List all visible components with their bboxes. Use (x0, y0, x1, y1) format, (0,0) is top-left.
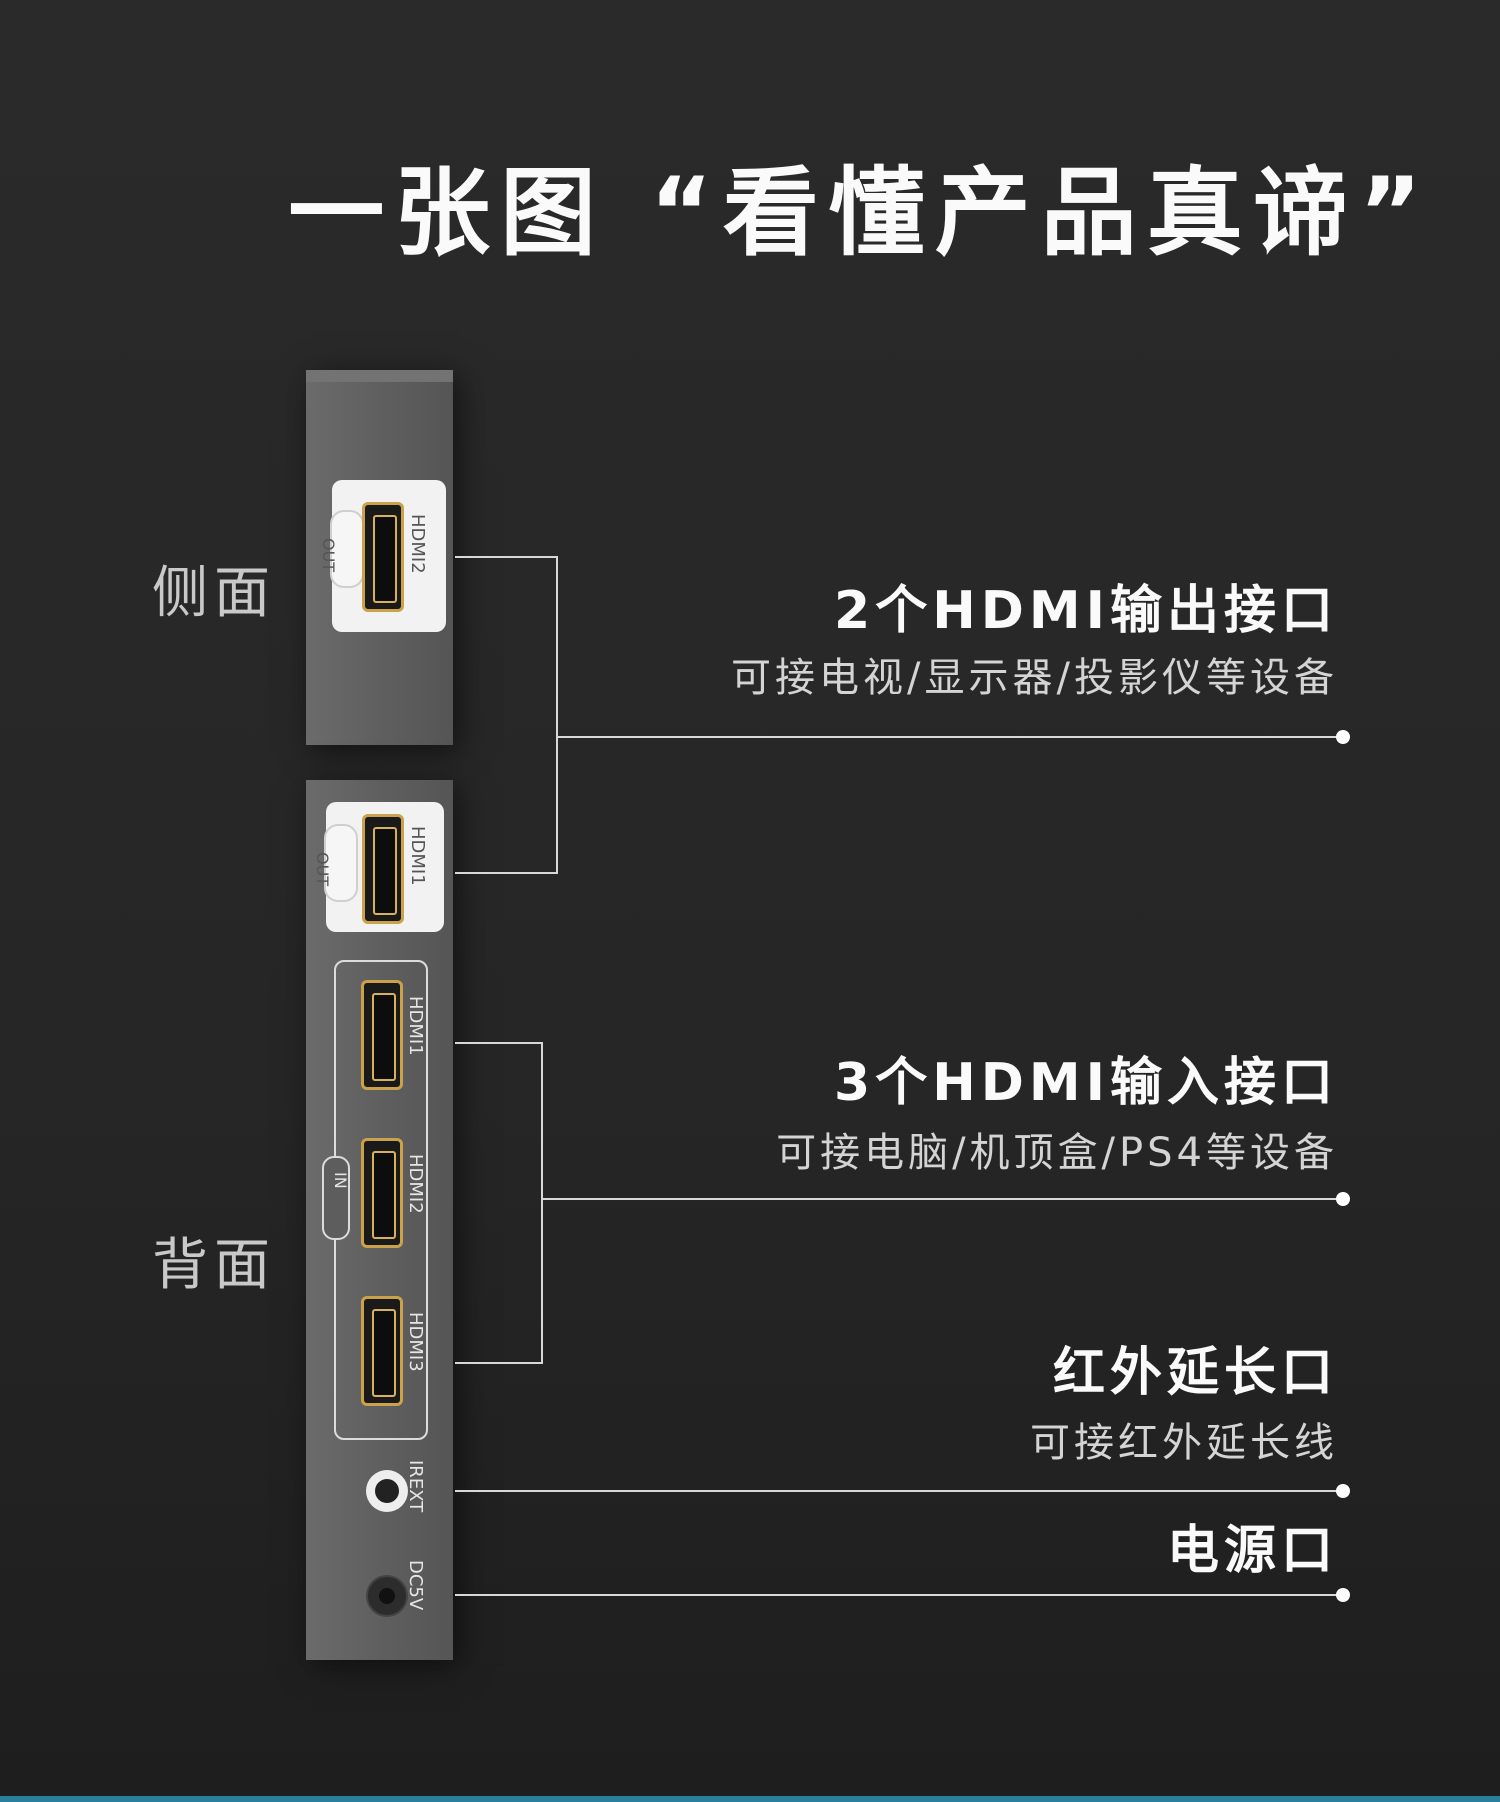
in-port-1-label: HDMI1 (405, 996, 426, 1056)
connector-line (455, 556, 557, 558)
side-output-port-block: OUT HDMI2 (319, 480, 446, 632)
back-out-port-label: HDMI1 (407, 826, 428, 886)
feature-ir-title: 红外延长口 (1052, 1343, 1338, 1403)
in-port-2-label: HDMI2 (405, 1154, 426, 1214)
connector-line (455, 1594, 1343, 1596)
connector-line (556, 736, 1343, 738)
side-view-label: 侧面 (152, 561, 276, 626)
feature-output-desc: 可接电视/显示器/投影仪等设备 (731, 655, 1338, 701)
connector-line (455, 1042, 542, 1044)
connector-dot (1336, 1484, 1350, 1498)
connector-dot (1336, 730, 1350, 744)
dc-power-jack-icon (366, 1575, 408, 1617)
in-label: IN (331, 1172, 350, 1189)
connector-line (455, 1362, 542, 1364)
hdmi-input-port-icon (361, 1296, 403, 1406)
out-tag (330, 510, 364, 588)
feature-ir-desc: 可接红外延长线 (1030, 1420, 1338, 1466)
bottom-accent-strip (0, 1796, 1500, 1802)
page-title: 一张图 “看懂产品真谛” (288, 157, 1432, 269)
in-tag (322, 1156, 350, 1240)
connector-line (541, 1042, 543, 1364)
feature-power-title: 电源口 (1166, 1521, 1338, 1581)
connector-line (455, 872, 557, 874)
connector-line (556, 556, 558, 874)
dc-port-label: DC5V (405, 1560, 426, 1611)
ir-jack-icon (366, 1470, 408, 1512)
out-label: OUT (313, 852, 332, 887)
connector-line (541, 1198, 1343, 1200)
hdmi-input-port-icon (361, 980, 403, 1090)
back-view-label: 背面 (152, 1233, 276, 1298)
ir-port-label: IREXT (405, 1460, 426, 1513)
feature-input-desc: 可接电脑/机顶盒/PS4等设备 (776, 1130, 1338, 1176)
hdmi-input-port-icon (361, 1138, 403, 1248)
out-tag (324, 824, 358, 902)
hdmi-output-port-icon (362, 502, 404, 612)
back-panel: OUT HDMI1 IN HDMI1 HDMI2 HDMI3 IREXT DC5… (306, 780, 453, 1660)
side-port-label: HDMI2 (407, 514, 428, 574)
hdmi-output-port-icon (362, 814, 404, 924)
in-port-3-label: HDMI3 (405, 1312, 426, 1372)
connector-dot (1336, 1192, 1350, 1206)
connector-dot (1336, 1588, 1350, 1602)
side-panel: OUT HDMI2 (306, 370, 453, 745)
feature-output-title: 2个HDMI输出接口 (834, 581, 1338, 641)
out-label: OUT (319, 538, 338, 573)
connector-line (455, 1490, 1343, 1492)
back-output-port-block: OUT HDMI1 (313, 802, 444, 932)
feature-input-title: 3个HDMI输入接口 (834, 1053, 1338, 1113)
